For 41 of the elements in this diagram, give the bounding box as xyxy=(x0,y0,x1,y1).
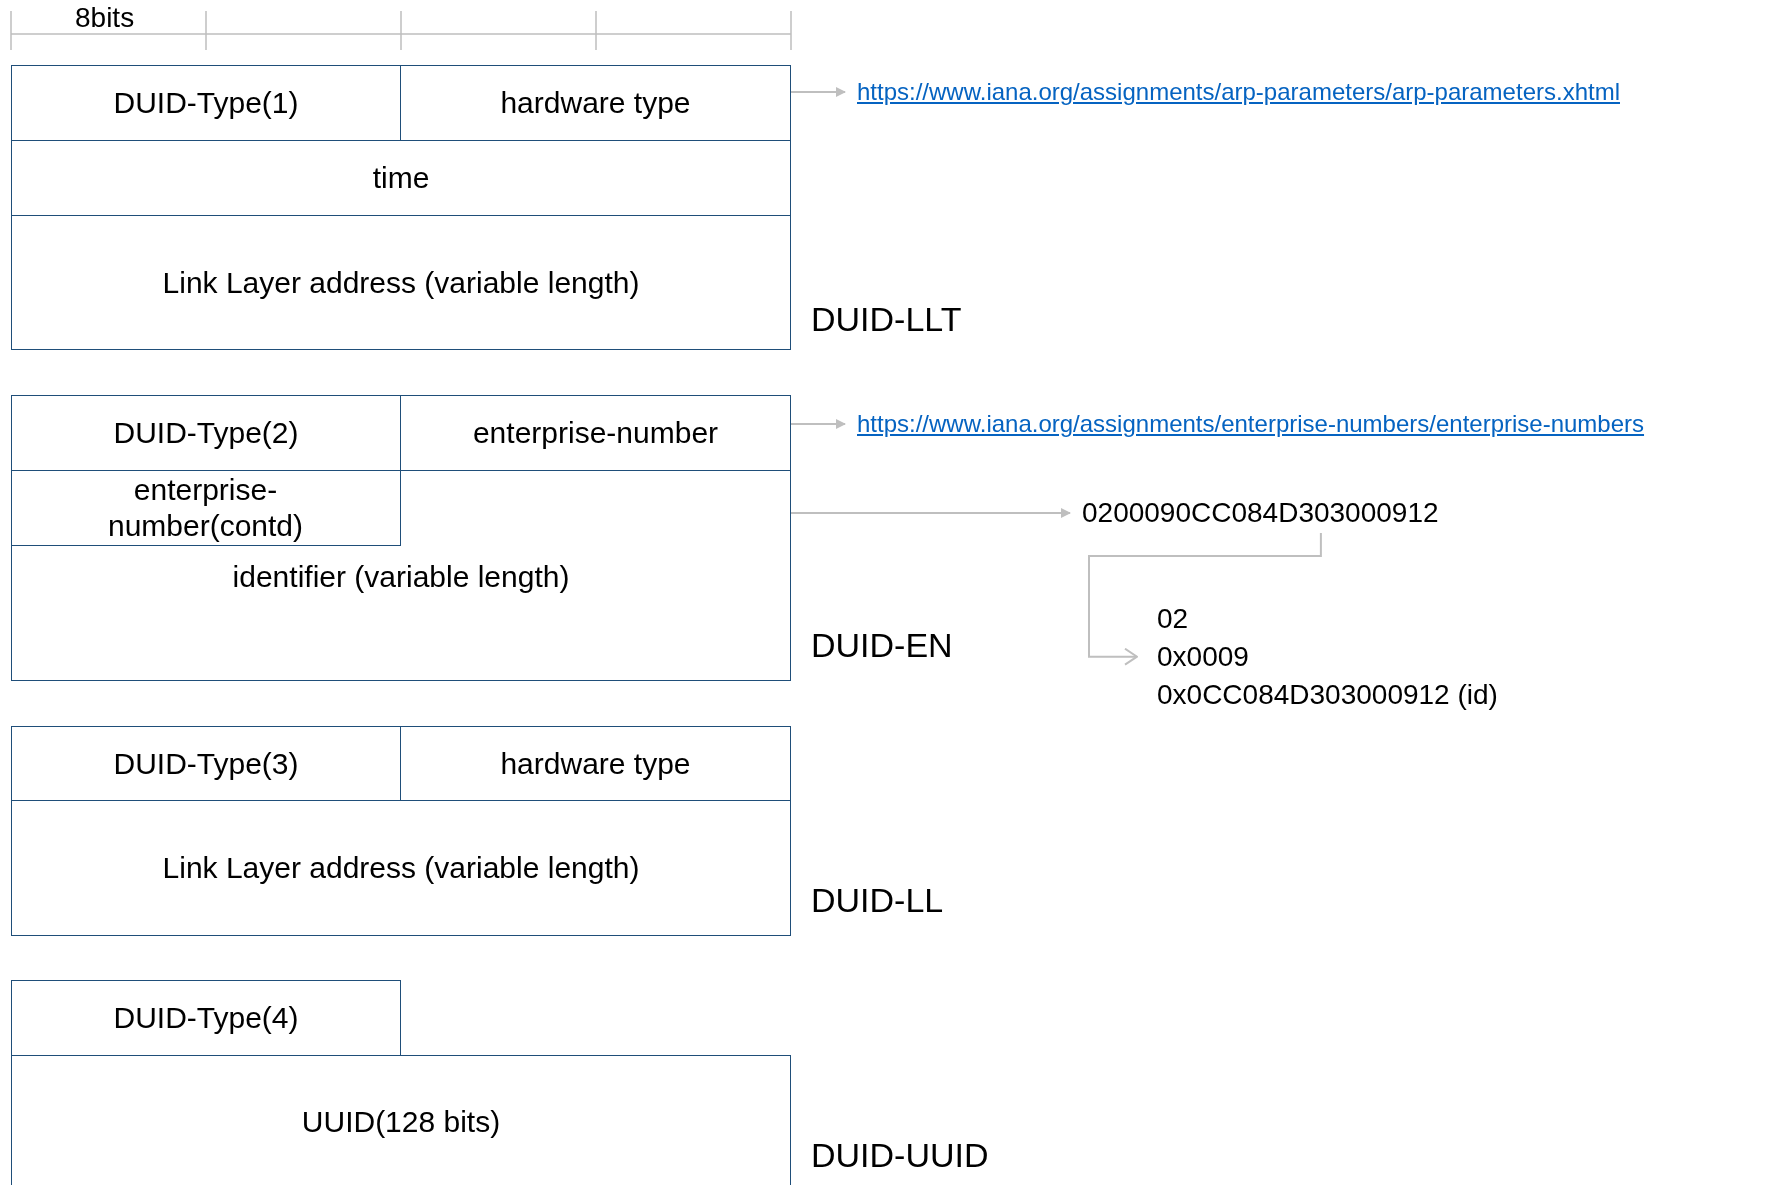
link: https://www.iana.org/assignments/enterprise-numbers/enterprise-numbers xyxy=(857,410,1645,438)
ruler-label: 8bits xyxy=(75,2,135,34)
field-cell xyxy=(10,469,401,546)
field-label: DUID-Type(1) xyxy=(113,85,299,121)
arrow xyxy=(1088,532,1322,666)
arrow xyxy=(790,508,1071,518)
field-cell xyxy=(11,65,401,141)
field-label: DUID-Type(2) xyxy=(113,415,299,451)
field-cell xyxy=(11,726,401,801)
decoded-value: 0x0009 xyxy=(1157,639,1250,674)
field-label: hardware type xyxy=(500,745,691,782)
arrow xyxy=(790,419,846,429)
field-cell xyxy=(11,980,401,1056)
field-cell xyxy=(11,1055,791,1185)
field-label: time xyxy=(372,160,430,196)
field-cell xyxy=(400,395,791,471)
field-cell xyxy=(11,140,791,216)
field-cell xyxy=(11,395,401,471)
format-name: DUID-LLT xyxy=(811,300,962,339)
field-label: identifier (variable length) xyxy=(232,559,570,595)
format-name: DUID-LL xyxy=(811,881,944,920)
field-label: DUID-Type(4) xyxy=(113,1000,299,1036)
field-cell xyxy=(11,800,791,936)
field-label: UUID(128 bits) xyxy=(301,1104,501,1140)
field-cell xyxy=(11,470,791,681)
link: https://www.iana.org/assignments/arp-parameters/arp-parameters.xhtml xyxy=(857,78,1620,106)
field-cell xyxy=(11,215,791,350)
field-label: enterprise-number(contd) xyxy=(106,471,305,544)
format-name: DUID-EN xyxy=(811,626,953,665)
decoded-value: 02 xyxy=(1157,602,1190,636)
field-label: Link Layer address (variable length) xyxy=(162,850,640,886)
field-label: Link Layer address (variable length) xyxy=(162,264,640,301)
decoded-value: 0x0CC084D303000912 (id) xyxy=(1157,677,1498,712)
field-cell xyxy=(400,726,791,801)
field-cell xyxy=(400,65,791,141)
field-label: enterprise-number xyxy=(472,415,719,451)
hex-value: 0200090CC084D303000912 xyxy=(1082,497,1439,529)
field-label: DUID-Type(3) xyxy=(113,745,299,782)
field-label: hardware type xyxy=(500,85,691,121)
arrow xyxy=(790,87,846,97)
format-name: DUID-UUID xyxy=(811,1136,989,1175)
